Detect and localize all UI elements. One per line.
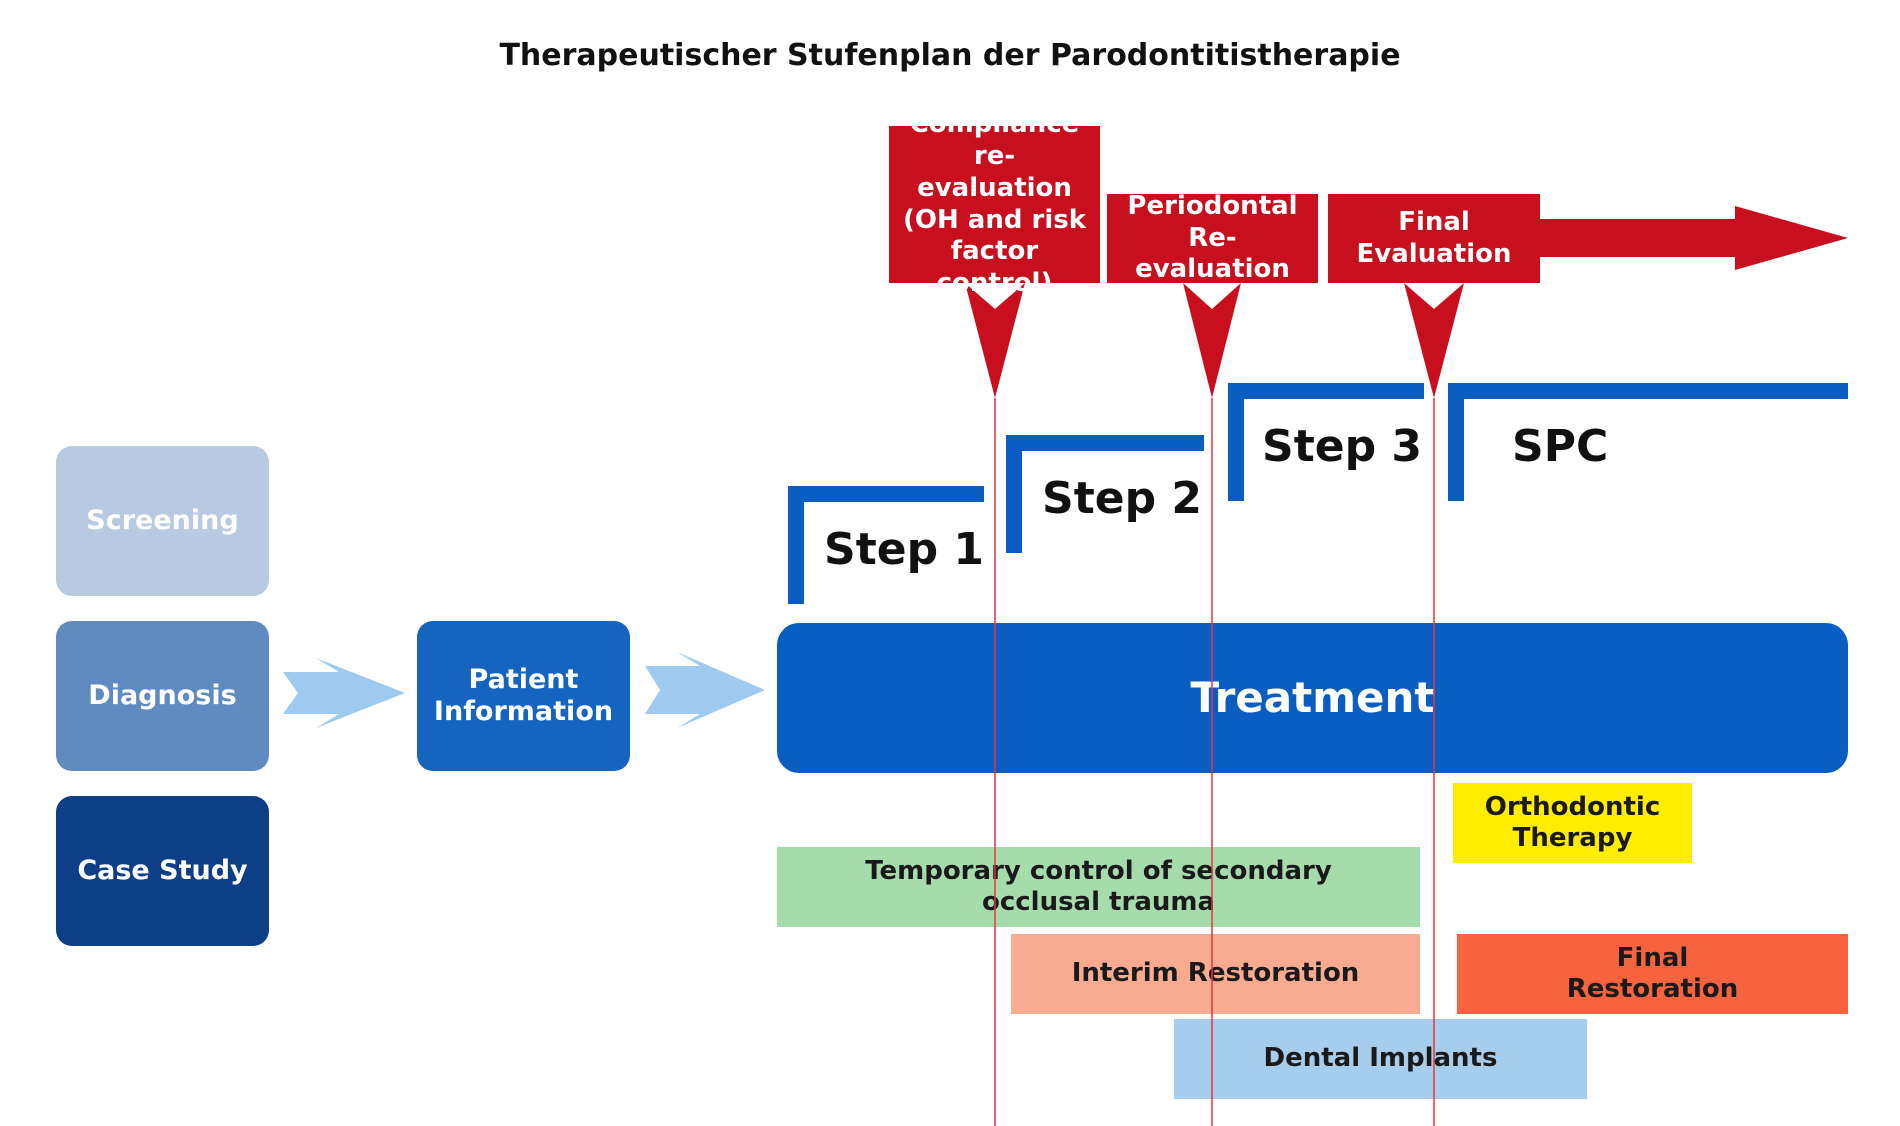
- dental-implants-bar: Dental Implants: [1174, 1019, 1587, 1099]
- orthodontic-therapy-bar: Orthodontic Therapy: [1453, 783, 1692, 863]
- compliance-down-arrow: [965, 283, 1025, 398]
- patient-information-box: Patient Information: [417, 621, 630, 771]
- diagnosis-box: Diagnosis: [56, 621, 269, 771]
- interim-restoration-bar: Interim Restoration: [1011, 934, 1420, 1014]
- step3-label: Step 3: [1262, 421, 1422, 472]
- treatment-bar: Treatment: [777, 623, 1848, 773]
- arrow-patient-info-to-treatment: [645, 652, 765, 728]
- step2-bracket: [1006, 435, 1204, 553]
- step1-bracket: [788, 486, 984, 604]
- final-restoration-bar: Final Restoration: [1457, 934, 1848, 1014]
- step1-label: Step 1: [824, 524, 984, 575]
- temporary-control-bar: Temporary control of secondary occlusal …: [777, 847, 1420, 927]
- diagram-title: Therapeutischer Stufenplan der Parodonti…: [499, 38, 1401, 73]
- step2-label: Step 2: [1042, 473, 1202, 524]
- arrow-diagnosis-to-patient-info: [283, 658, 405, 728]
- final-down-arrow: [1404, 283, 1464, 398]
- screening-box: Screening: [56, 446, 269, 596]
- spc-bracket: [1448, 383, 1848, 501]
- compliance-reevaluation-box: Compliance re-evaluation (OH and risk fa…: [889, 109, 1100, 298]
- step3-bracket: [1228, 383, 1424, 501]
- timeline-arrow: [1540, 206, 1848, 270]
- periodontal-reevaluation-box: Periodontal Re-evaluation: [1107, 191, 1318, 284]
- final-evaluation-box: Final Evaluation: [1328, 194, 1540, 283]
- spc-label: SPC: [1512, 421, 1609, 472]
- case-study-box: Case Study: [56, 796, 269, 946]
- periodontal-down-arrow: [1183, 283, 1241, 398]
